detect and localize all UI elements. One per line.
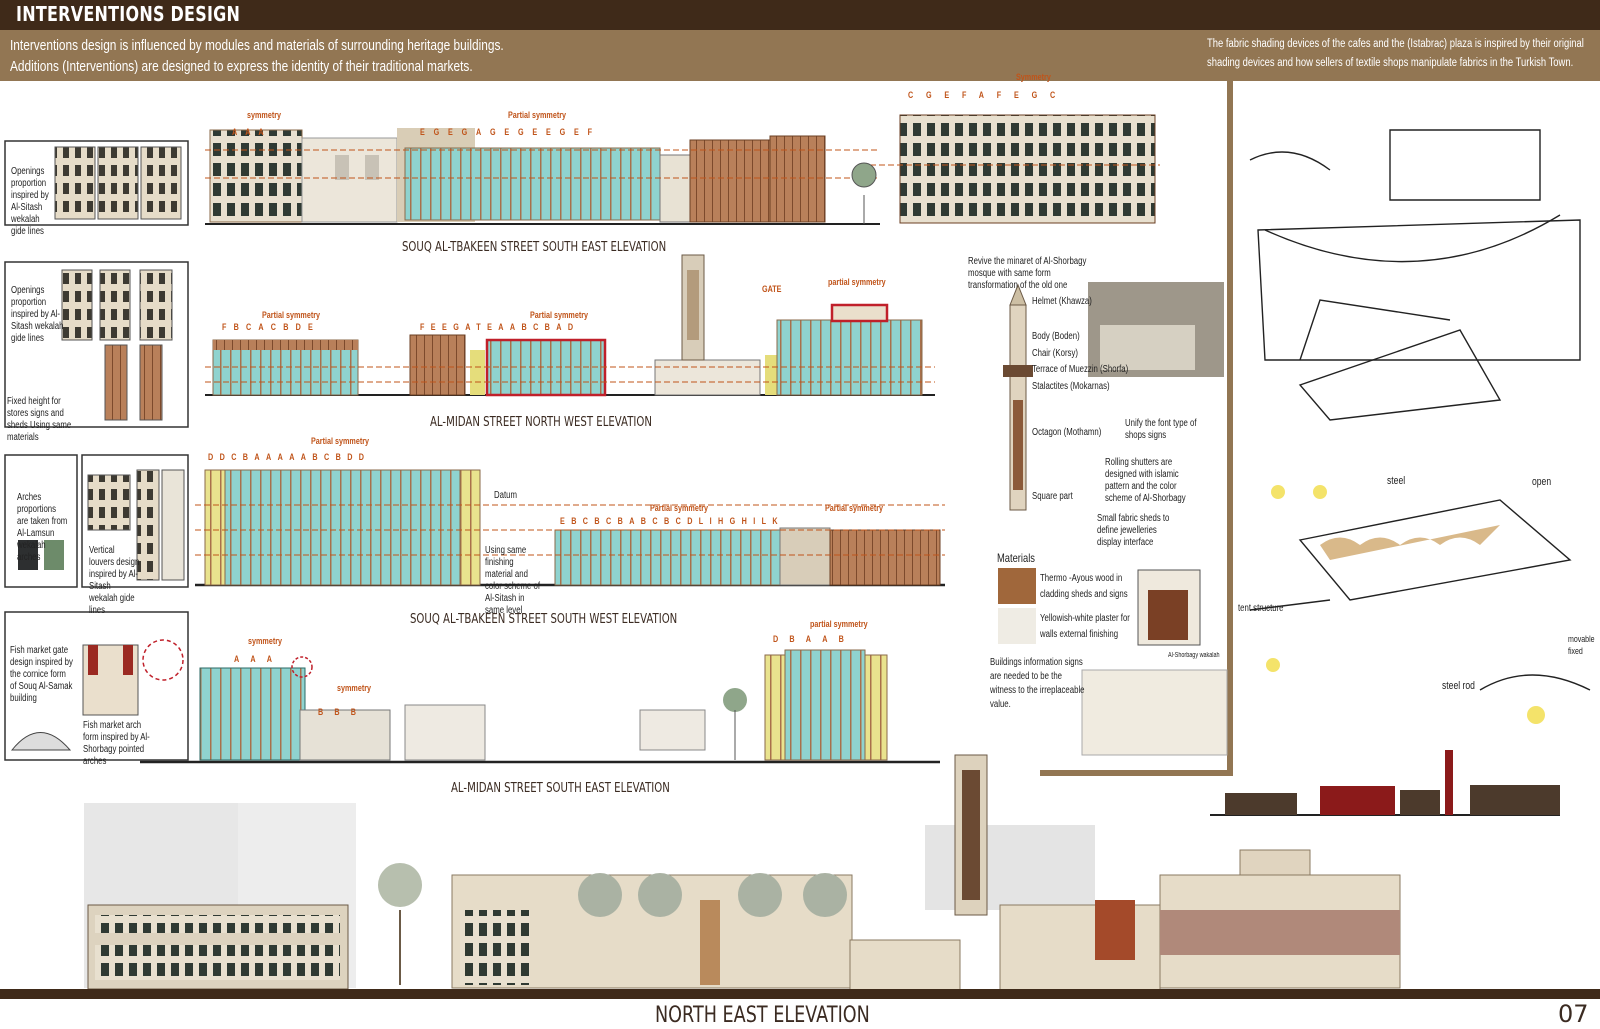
sketch-area [1249, 129, 1591, 691]
note-same-finishing: Using same finishing material and color … [485, 545, 541, 616]
caption-northeast: NORTH EAST ELEVATION [655, 1003, 870, 1028]
elevation-midan-northwest [205, 254, 935, 397]
note-louvers: Vertical louvers design inspired by Al-S… [89, 545, 140, 616]
partial-symmetry-tag-5: Partial symmetry [311, 436, 370, 446]
shops-font-note: Unify the font type of shops signs [1125, 418, 1197, 441]
grid-row3-right: EBCBCBABCBCDLIHGHILK [560, 516, 784, 526]
grid-row1-mid: EGEGAGEGEEGEF [420, 127, 601, 137]
partial-symmetry-tag-7: Partial symmetry [825, 503, 884, 513]
info-signs-note: Buildings information signs are needed t… [990, 657, 1085, 710]
grid-row4-left: AAA [234, 654, 284, 664]
partial-symmetry-tag-6: Partial symmetry [650, 503, 709, 513]
fabric-note-2: shading devices and how sellers of texti… [1207, 57, 1574, 69]
footer-bar [0, 989, 1600, 999]
material-wood: Thermo -Ayous wood in cladding sheds and… [1040, 573, 1128, 600]
detail-box-2 [4, 261, 189, 428]
elevation-souq-southeast [205, 114, 1160, 225]
detail-box-1 [4, 140, 189, 226]
page-number: 07 [1558, 1000, 1589, 1028]
page-title: INTERVENTIONS DESIGN [16, 2, 241, 26]
shops-fabric-sheds: Small fabric sheds to define jewelleries… [1097, 513, 1170, 548]
header-bar: INTERVENTIONS DESIGN [0, 0, 1600, 30]
symmetry-tag-3: symmetry [337, 683, 372, 693]
caption-souq-southwest: SOUQ AL-TBAKEEN STREET SOUTH WEST ELEVAT… [410, 612, 678, 627]
sketch-label-steel-rod: steel rod [1442, 680, 1475, 692]
sketch-label-movable: movable fixed [1568, 634, 1595, 656]
grid-row4-mid: BBB [318, 707, 368, 717]
materials-swatches [998, 568, 1228, 756]
note-fish-arch: Fish market arch form inspired by Al-Sho… [83, 720, 150, 767]
section-divider-horizontal [1040, 770, 1233, 776]
partial-symmetry-tag-8: partial symmetry [810, 619, 868, 629]
intro-line-1: Interventions design is influenced by mo… [10, 38, 504, 54]
partial-symmetry-tag-4: partial symmetry [828, 277, 886, 287]
note-fish-gate: Fish market gate design inspired by the … [10, 645, 73, 704]
silhouette-strip [1210, 750, 1560, 816]
note-fixed-height: Fixed height for stores signs and sheds … [7, 396, 72, 443]
material-plaster: Yellowish-white plaster for walls extern… [1040, 613, 1130, 640]
datum-label: Datum [494, 490, 517, 501]
symmetry-tag: symmetry [247, 110, 282, 120]
note-openings-1: Openings proportion inspired by Al-Sitas… [11, 166, 49, 237]
partial-symmetry-tag-3: Partial symmetry [530, 310, 589, 320]
grid-row2-mid: FEEGATEAABCBAD [420, 322, 580, 332]
note-openings-2: Openings proportion inspired by Al-Sitas… [11, 285, 64, 344]
symmetry-cap-tag: Symmetry [1016, 72, 1051, 82]
gate-tag: GATE [762, 284, 782, 294]
minaret-part-square: Square part [1032, 491, 1073, 502]
grid-row4-right: DBAAB [773, 634, 855, 644]
materials-heading: Materials [997, 551, 1035, 565]
minaret-part-octagon: Octagon (Mothamn) [1032, 427, 1102, 438]
partial-symmetry-tag-2: Partial symmetry [262, 310, 321, 320]
info-signs-small-caption: Al-Shorbagy wakalah [1168, 652, 1220, 659]
minaret-diagram [1003, 282, 1224, 511]
caption-midan-southeast: AL-MIDAN STREET SOUTH EAST ELEVATION [451, 781, 670, 796]
detail-box-3 [4, 454, 189, 588]
shops-rolling-note: Rolling shutters are designed with islam… [1105, 457, 1186, 504]
symmetry-tag-2: symmetry [248, 636, 283, 646]
partial-symmetry-tag: Partial symmetry [508, 110, 567, 120]
minaret-part-body: Body (Boden) [1032, 331, 1080, 342]
intro-band: Interventions design is influenced by mo… [0, 30, 1600, 81]
tent-canopy [1266, 485, 1545, 724]
grid-row2-left: FBCACBDE [222, 322, 320, 332]
intro-line-2: Additions (Interventions) are designed t… [10, 59, 473, 75]
sketch-label-open: open [1532, 476, 1552, 488]
minaret-part-stalactites: Stalactites (Mokarnas) [1032, 381, 1110, 392]
caption-midan-northwest: AL-MIDAN STREET NORTH WEST ELEVATION [430, 415, 652, 430]
detail-box-4 [4, 611, 189, 761]
caption-souq-southeast: SOUQ AL-TBAKEEN STREET SOUTH EAST ELEVAT… [402, 240, 667, 255]
section-divider-vertical [1227, 80, 1233, 770]
grid-row3-left: DDCBAAAAABCBDD [208, 452, 371, 462]
elevation-northeast [84, 754, 1401, 991]
grid-row1-left: AAA [232, 127, 272, 137]
note-arches: Arches proportions are taken from Al-Lam… [17, 492, 68, 563]
sketch-label-tent: tent structure [1238, 603, 1284, 614]
minaret-part-helmet: Helmet (Khawza) [1032, 296, 1092, 307]
elevation-souq-southwest [195, 469, 945, 587]
minaret-part-chair: Chair (Korsy) [1032, 348, 1078, 359]
sketch-label-steel: steel [1387, 475, 1406, 487]
grid-row1-right: CGEFAFEGC [908, 90, 1069, 100]
minaret-revive-note: Revive the minaret of Al-Shorbagy mosque… [968, 256, 1087, 291]
minaret-part-terrace: Terrace of Muezzin (Shorfa) [1032, 364, 1129, 375]
fabric-note-1: The fabric shading devices of the cafes … [1207, 38, 1584, 50]
elevation-midan-southeast [140, 649, 940, 764]
